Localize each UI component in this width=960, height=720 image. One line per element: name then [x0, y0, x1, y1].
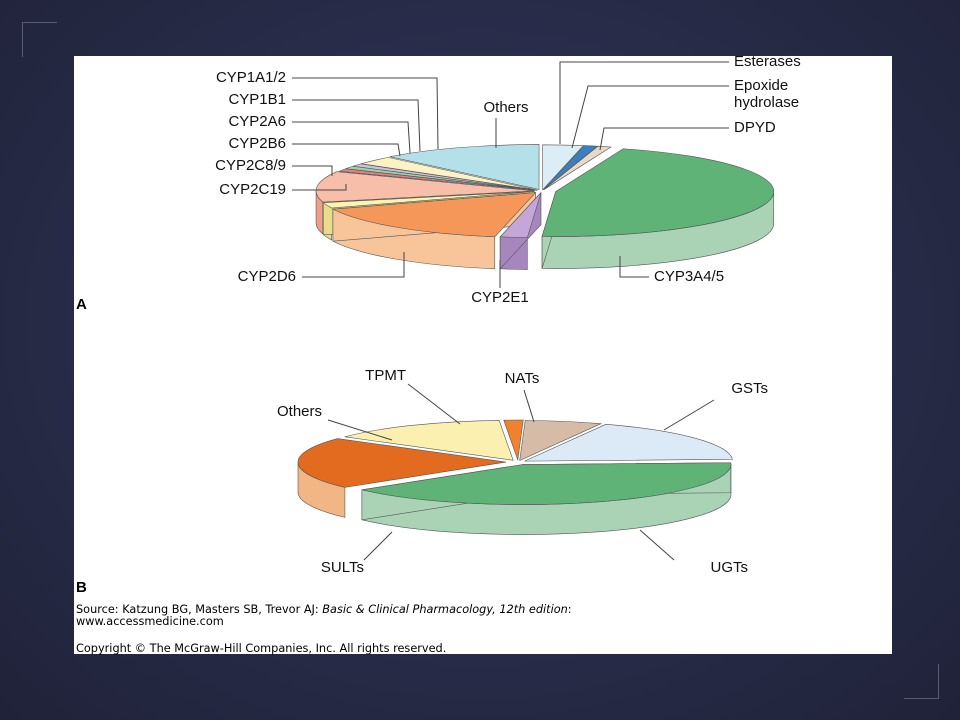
panel-label-a: A: [76, 296, 87, 313]
pie-a-slice-cyp2e1: [499, 192, 542, 238]
pie-a-leader-cyp2d6: [302, 252, 405, 278]
pie-b-label-sults: SULTs: [321, 559, 364, 576]
pie-b-leader-nats: [523, 389, 535, 423]
pie-a-slice-cyp1b1: [352, 163, 538, 191]
pie-a-label-cyp2a6: CYP2A6: [228, 113, 286, 130]
pie-a-leader-cyp2a6: [292, 121, 411, 154]
pie-a-label-others: Others: [483, 99, 528, 116]
pie-a-label-esterases: Esterases: [734, 56, 801, 70]
pie-a-slice-cyp2c19: [322, 191, 535, 209]
pie-b-label-nats: NATs: [505, 370, 540, 387]
pie-a-leader-cyp1b1: [292, 99, 421, 152]
source-credit: Source: Katzung BG, Masters SB, Trevor A…: [76, 603, 572, 616]
pie-a-leader-epoxide-hydrolase: [571, 85, 729, 149]
pie-a-label-cyp2d6: CYP2D6: [238, 268, 296, 285]
slide-frame-corner-bottom-right: [904, 664, 939, 699]
source-authors: Source: Katzung BG, Masters SB, Trevor A…: [76, 603, 323, 616]
pie-a-label-dpyd: DPYD: [734, 119, 776, 136]
source-book-title: Basic & Clinical Pharmacology, 12th edit…: [322, 603, 568, 616]
pie-a-label-cyp2c8-9: CYP2C8/9: [215, 157, 286, 174]
pie-b-leader-others: [327, 419, 393, 441]
pie-a-slice-cyp1a1-2: [361, 157, 538, 191]
pie-b-label-gsts: GSTs: [731, 380, 768, 397]
pie-a-label-cyp1b1: CYP1B1: [228, 91, 286, 108]
pie-b-slice-sults: [297, 438, 507, 488]
pie-a-slice-dpyd: [543, 145, 612, 191]
pie-b-leader-tpmt: [407, 383, 461, 425]
pie-a-slice-others: [389, 144, 540, 190]
pie-b-slice-others: [344, 420, 514, 461]
slide-frame-corner-top-left: [22, 22, 57, 57]
pie-a-slice-esterases: [542, 144, 585, 191]
pie-a-leader-cyp2b6: [292, 143, 401, 157]
pie-a-label-cyp1a1-2: CYP1A1/2: [216, 69, 286, 86]
pie-b-slice-gsts: [524, 423, 733, 462]
pie-a-slice-cyp2a6: [345, 165, 537, 191]
pie-a-slice-cyp2d6: [331, 192, 537, 238]
pie-a-leader-dpyd: [599, 127, 729, 151]
pie-a-leader-cyp2c19: [292, 184, 347, 191]
pie-a-leader-cyp3a4-5: [619, 256, 649, 278]
pie-b-slice-tpmt: [503, 419, 524, 461]
pie-b-leader-gsts: [663, 399, 715, 431]
pie-b-label-ugts: UGTs: [711, 559, 749, 576]
pie-b-leader-ugts: [639, 529, 675, 561]
source-url: www.accessmedicine.com: [76, 615, 224, 628]
pie-a-leader-cyp2c8-9: [292, 165, 333, 176]
pie-a-label-cyp3a4-5: CYP3A4/5: [654, 268, 724, 285]
pie-a-leader-esterases: [559, 61, 729, 144]
pie-b-slice-nats: [519, 420, 603, 461]
pie-a-label-cyp2e1: CYP2E1: [471, 289, 529, 306]
pie-b-slice-ugts: [361, 462, 732, 505]
pie-a-leader-cyp1a1-2: [292, 77, 439, 150]
pie-b-leader-sults: [363, 531, 393, 561]
pie-a-slice-cyp3a4-5: [541, 148, 775, 237]
source-suffix: :: [567, 603, 572, 616]
pie-b-label-others: Others: [277, 403, 322, 420]
copyright-notice: Copyright © The McGraw-Hill Companies, I…: [76, 642, 447, 655]
pie-a-label-cyp2b6: CYP2B6: [228, 135, 286, 152]
pie-a-label-cyp2c19: CYP2C19: [219, 181, 286, 198]
pie-a-slice-cyp2c8-9: [315, 171, 535, 203]
pie-b-label-tpmt: TPMT: [365, 367, 406, 384]
panel-label-b: B: [76, 579, 87, 596]
